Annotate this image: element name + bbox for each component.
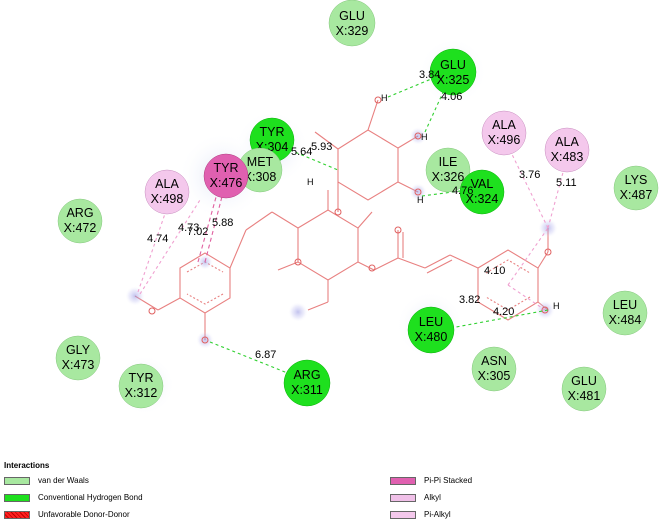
residue-chain: X:487 bbox=[620, 188, 653, 202]
residue-name: ASN bbox=[481, 354, 507, 368]
residue-leu484: LEU X:484 bbox=[602, 290, 648, 336]
residue-tyr312: TYR X:312 bbox=[118, 363, 164, 409]
residue-name: ILE bbox=[439, 155, 458, 169]
residue-glu329: GLU X:329 bbox=[328, 0, 376, 47]
distance-label: 5.11 bbox=[556, 177, 577, 189]
residue-chain: X:312 bbox=[125, 386, 158, 400]
residue-name: ALA bbox=[555, 135, 579, 149]
residue-asn305: ASN X:305 bbox=[471, 346, 517, 392]
residue-ile326: ILE X:326 bbox=[425, 147, 471, 193]
residue-chain: X:311 bbox=[291, 383, 323, 397]
legend-item-donor-donor: Unfavorable Donor-Donor bbox=[4, 510, 130, 519]
h-atom-label: H bbox=[421, 132, 428, 142]
distance-label: 5.88 bbox=[212, 217, 233, 229]
residue-name: GLU bbox=[571, 374, 597, 388]
legend-label: Alkyl bbox=[424, 493, 441, 502]
residue-arg311: ARG X:311 bbox=[283, 359, 331, 407]
distance-label: 7.02 bbox=[187, 226, 208, 238]
residue-name: GLU bbox=[339, 9, 365, 23]
distance-label: 5.64 bbox=[291, 146, 312, 158]
residue-name: MET bbox=[247, 155, 274, 169]
h-atom-label: H bbox=[381, 93, 388, 103]
hydrogen-labels: H H H H H bbox=[307, 93, 560, 311]
distance-label: 4.76 bbox=[452, 185, 473, 197]
residue-met308: MET X:308 bbox=[237, 147, 283, 193]
legend-label: van der Waals bbox=[38, 476, 89, 485]
legend-label: Pi-Pi Stacked bbox=[424, 476, 473, 485]
residue-lys487: LYS X:487 bbox=[613, 165, 659, 211]
legend-swatch bbox=[4, 510, 30, 519]
residue-name: LEU bbox=[613, 298, 637, 312]
residue-chain: X:476 bbox=[210, 176, 243, 190]
residue-name: ALA bbox=[492, 118, 516, 132]
legend-swatch bbox=[4, 476, 30, 485]
residue-name: ALA bbox=[155, 177, 179, 191]
legend-swatch bbox=[4, 493, 30, 502]
residue-name: TYR bbox=[214, 161, 239, 175]
legend-label: Pi-Alkyl bbox=[424, 510, 451, 519]
residue-name: GLU bbox=[440, 58, 466, 72]
residue-ala483: ALA X:483 bbox=[544, 127, 590, 173]
residue-name: LYS bbox=[625, 173, 648, 187]
distance-label: 6.87 bbox=[255, 349, 276, 361]
residue-tyr476: TYR X:476 bbox=[203, 153, 249, 199]
residue-name: LEU bbox=[419, 315, 443, 329]
ligand-oxygens bbox=[148, 96, 552, 344]
distance-labels: 3.84 4.06 5.64 5.93 4.76 3.76 5.11 4.74 … bbox=[147, 69, 577, 361]
legend-label: Unfavorable Donor-Donor bbox=[38, 510, 130, 519]
residue-chain: X:472 bbox=[64, 221, 97, 235]
residue-ala496: ALA X:496 bbox=[481, 110, 527, 156]
distance-label: 3.84 bbox=[419, 69, 440, 81]
residue-chain: X:326 bbox=[432, 170, 465, 184]
residue-chain: X:329 bbox=[336, 24, 369, 38]
distance-label: 3.76 bbox=[519, 169, 540, 181]
legend-title: Interactions bbox=[4, 461, 50, 470]
residue-chain: X:480 bbox=[415, 330, 448, 344]
legend-swatch bbox=[390, 510, 416, 519]
legend-item-hydrogen-bond: Conventional Hydrogen Bond bbox=[4, 493, 143, 502]
legend-swatch bbox=[390, 493, 416, 502]
distance-label: 4.74 bbox=[147, 233, 168, 245]
legend-swatch bbox=[390, 476, 416, 485]
legend-item-pi-pi-stacked: Pi-Pi Stacked bbox=[390, 476, 472, 485]
residue-chain: X:484 bbox=[609, 313, 642, 327]
residue-chain: X:325 bbox=[437, 73, 470, 87]
distance-label: 5.93 bbox=[311, 141, 332, 153]
legend-label: Conventional Hydrogen Bond bbox=[38, 493, 143, 502]
residue-chain: X:305 bbox=[478, 369, 511, 383]
residue-chain: X:473 bbox=[62, 358, 95, 372]
legend-item-pi-alkyl: Pi-Alkyl bbox=[390, 510, 451, 519]
interaction-diagram: GLU X:329 GLU X:325 TYR X:304 MET X:308 … bbox=[55, 0, 659, 415]
residue-glu325: GLU X:325 bbox=[429, 48, 477, 96]
residue-glu481: GLU X:481 bbox=[561, 366, 607, 412]
distance-label: 4.10 bbox=[484, 265, 505, 277]
ligand-structure bbox=[134, 99, 549, 340]
residue-name: ARG bbox=[66, 206, 93, 220]
residue-chain: X:483 bbox=[551, 150, 584, 164]
h-atom-label: H bbox=[417, 195, 424, 205]
residue-chain: X:308 bbox=[244, 170, 277, 184]
distance-label: 4.06 bbox=[441, 91, 462, 103]
residue-leu480: LEU X:480 bbox=[407, 306, 455, 354]
residue-name: TYR bbox=[260, 125, 285, 139]
residue-chain: X:496 bbox=[488, 133, 521, 147]
h-atom-label: H bbox=[307, 177, 314, 187]
residue-ala498: ALA X:498 bbox=[144, 169, 190, 215]
residue-chain: X:498 bbox=[151, 192, 184, 206]
h-atom-label: H bbox=[553, 301, 560, 311]
residue-chain: X:481 bbox=[568, 389, 601, 403]
residue-name: GLY bbox=[66, 343, 91, 357]
residue-arg472: ARG X:472 bbox=[57, 198, 103, 244]
legend-item-alkyl: Alkyl bbox=[390, 493, 441, 502]
residue-name: VAL bbox=[471, 177, 494, 191]
residue-chain: X:324 bbox=[466, 192, 499, 206]
distance-label: 3.82 bbox=[459, 294, 480, 306]
residue-name: ARG bbox=[293, 368, 320, 382]
legend-item-van-der-waals: van der Waals bbox=[4, 476, 89, 485]
residue-val324: VAL X:324 bbox=[459, 169, 505, 215]
distance-label: 4.20 bbox=[493, 306, 514, 318]
residue-gly473: GLY X:473 bbox=[55, 335, 101, 381]
residue-name: TYR bbox=[129, 371, 154, 385]
distance-label: 4.73 bbox=[178, 222, 199, 234]
